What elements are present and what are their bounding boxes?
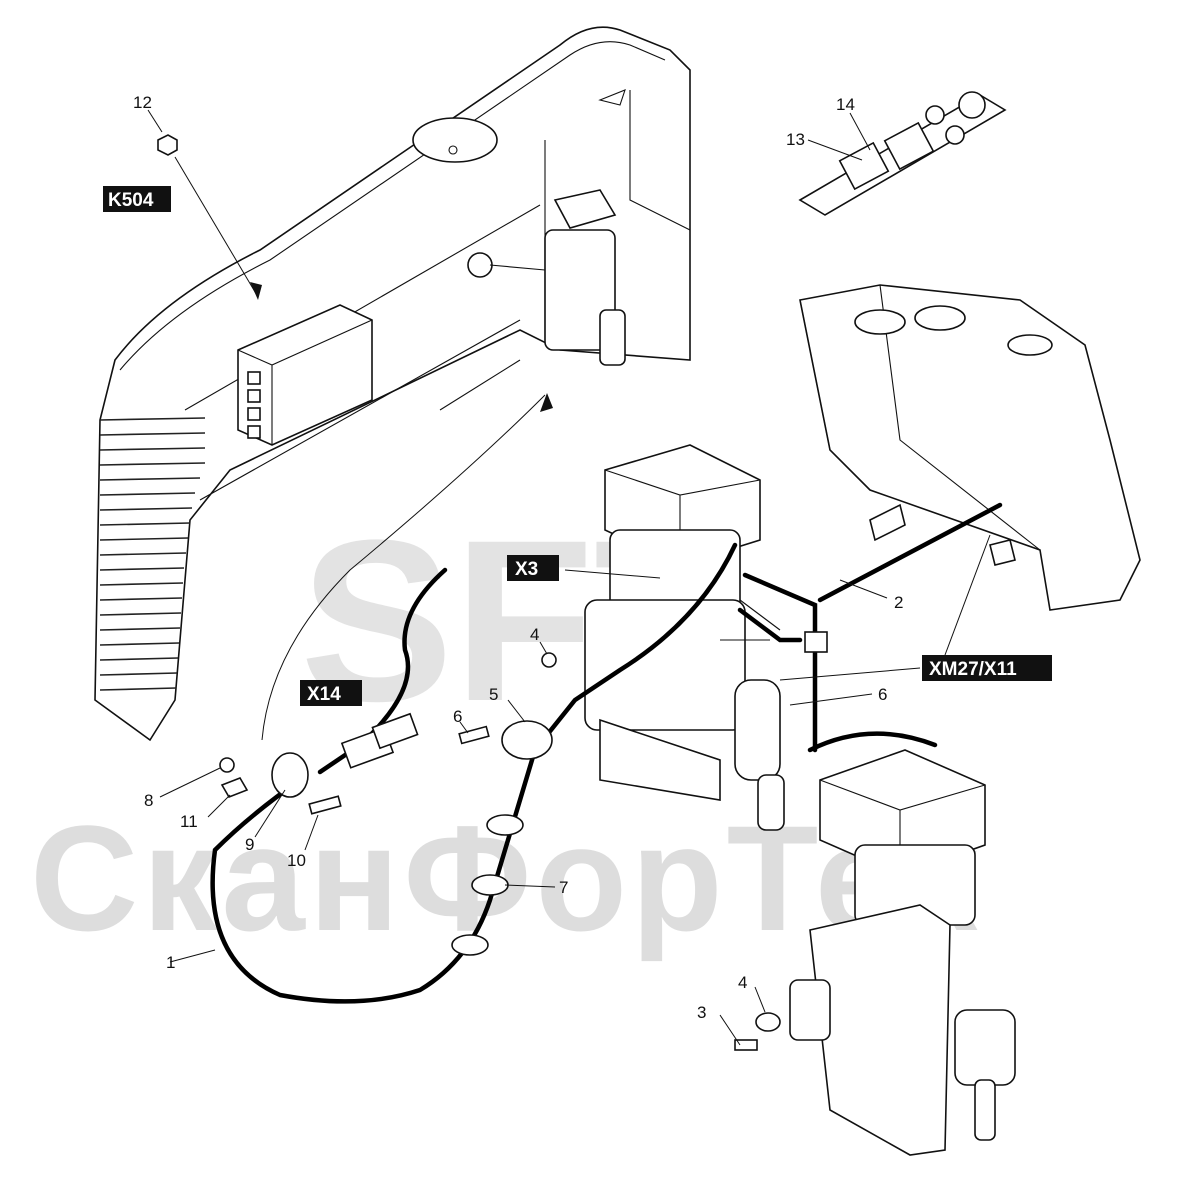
hood-heater-unit [439,189,626,411]
part-7-clamp-a [486,814,524,836]
main-heater-assembly [584,444,785,831]
callout-14: 14 [836,95,855,114]
callout-6-right: 6 [878,685,887,704]
svg-text:XM27/X11: XM27/X11 [929,659,1017,680]
tag-xm27-x11: XM27/X11 [922,655,1052,681]
part-11-clip [220,777,249,798]
svg-text:K504: K504 [108,190,154,211]
control-unit-box [237,304,373,446]
callout-13: 13 [786,130,805,149]
part-10-bolt [308,795,342,815]
switch-panel [798,91,1007,216]
part-8-nut [219,757,235,773]
part-5-grommet [501,720,553,760]
small-parts [157,134,781,1051]
hood-grille [99,417,206,691]
callout-6-left: 6 [453,707,462,726]
tag-k504: K504 [103,186,171,212]
callout-12: 12 [133,93,152,112]
callout-4-lower: 4 [738,973,747,992]
callout-11: 11 [180,812,198,831]
hood-assembly [94,26,691,742]
cables [210,502,1003,1004]
tag-x3: X3 [507,555,559,581]
arrows [174,156,553,741]
frame-bracket [799,284,1141,611]
callout-2: 2 [894,593,903,612]
callout-numbers: 12 13 14 1 2 3 4 4 5 6 6 7 8 9 10 11 [133,93,903,1022]
part-4-clamp-lower [755,1012,781,1032]
second-heater-assembly [789,749,1016,1156]
callout-4-upper: 4 [530,625,539,644]
part-7-clamp-b [471,874,509,896]
callout-1: 1 [166,953,175,972]
label-tags: K504 X3 X14 XM27/X11 [103,186,1052,706]
part-6-bolt-left [458,725,490,745]
callout-7: 7 [559,878,568,897]
tag-x14: X14 [300,680,362,706]
callout-5: 5 [489,685,498,704]
part-12-relay [157,134,178,156]
leader-lines [147,109,991,1046]
callout-8: 8 [144,791,153,810]
callout-9: 9 [245,835,254,854]
svg-text:X14: X14 [307,684,341,705]
svg-text:X3: X3 [515,559,538,580]
callout-3: 3 [697,1003,706,1022]
part-7-clamp-c [451,934,489,956]
part-4-nut-upper [541,652,557,668]
callout-10: 10 [287,851,306,870]
part-3-bolt [734,1039,758,1051]
